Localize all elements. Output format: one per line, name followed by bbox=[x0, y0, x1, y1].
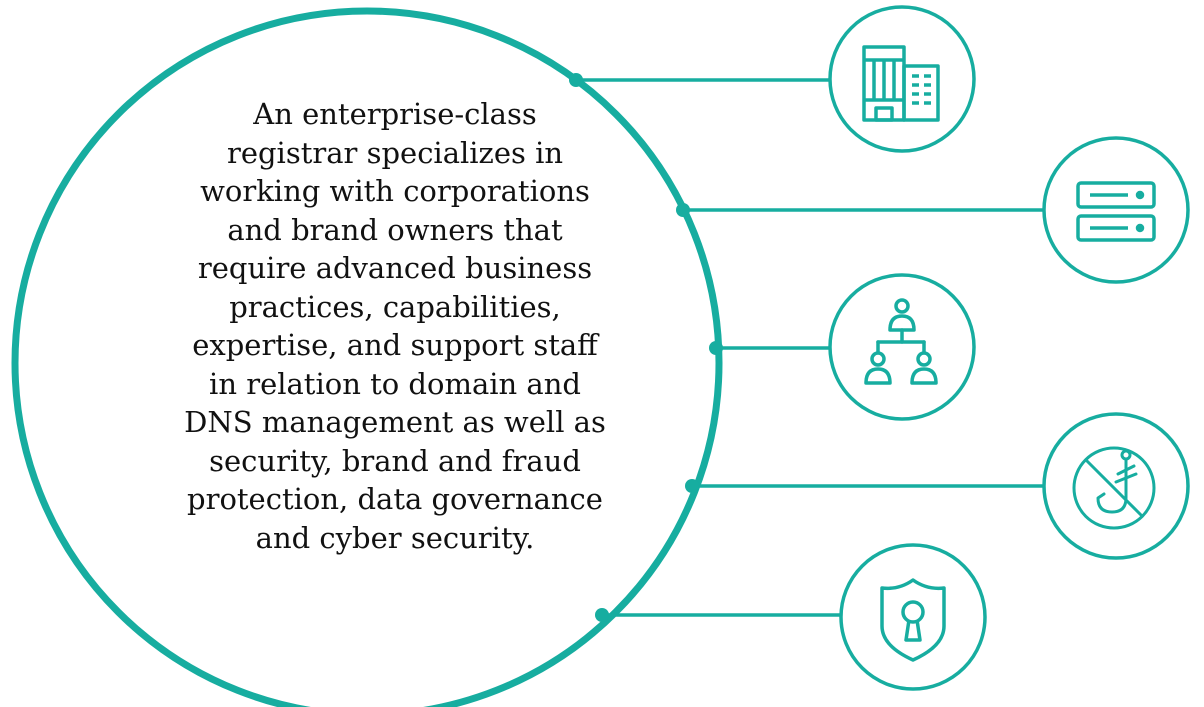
connectors bbox=[576, 78, 1043, 617]
connector-dot-5 bbox=[595, 608, 609, 622]
icon-circle-2 bbox=[1042, 136, 1190, 284]
icon-circle-4 bbox=[1042, 412, 1190, 560]
icon-circle-3 bbox=[828, 273, 976, 421]
main-circle bbox=[11, 7, 723, 707]
connector-dots bbox=[569, 73, 723, 622]
description-text: An enterprise-class registrar specialize… bbox=[184, 97, 606, 555]
server-icon bbox=[1076, 181, 1156, 242]
shield-lock-icon bbox=[880, 578, 946, 662]
connector-dot-4 bbox=[685, 479, 699, 493]
buildings-icon bbox=[862, 45, 940, 122]
connector-dot-1 bbox=[569, 73, 583, 87]
no-phishing-icon bbox=[1072, 446, 1156, 530]
icon-circle-1 bbox=[828, 5, 976, 153]
icon-circle-5 bbox=[839, 543, 987, 691]
connector-dot-3 bbox=[709, 341, 723, 355]
connector-dot-2 bbox=[676, 203, 690, 217]
org-chart-icon bbox=[864, 298, 938, 385]
